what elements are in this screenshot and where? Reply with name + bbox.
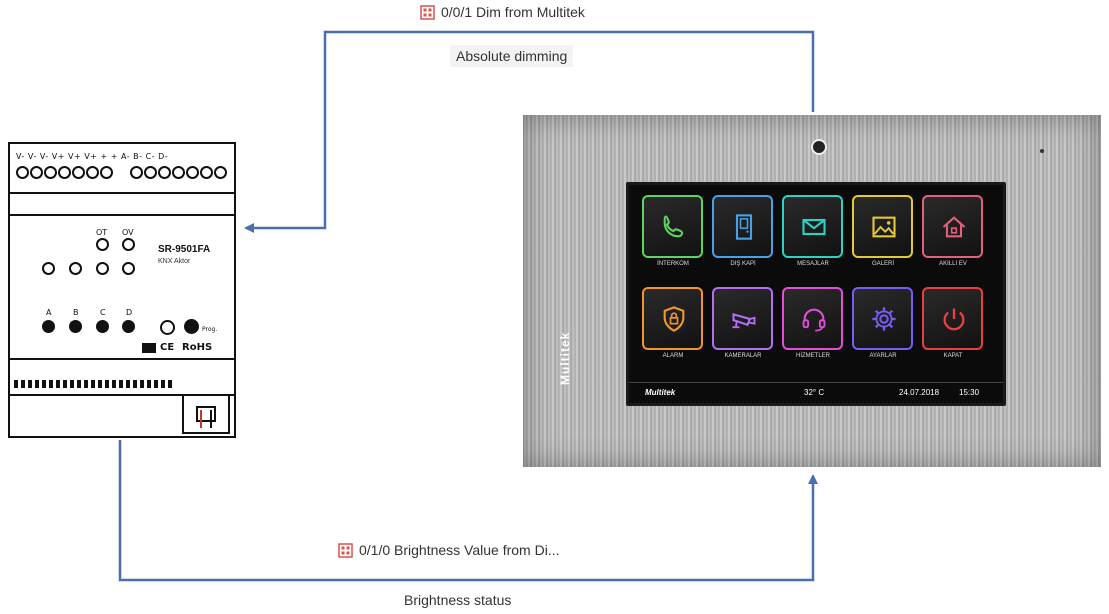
microphone-hole bbox=[1040, 149, 1044, 153]
brightness-status-arrow bbox=[118, 440, 818, 582]
app-label: KAPAT bbox=[943, 353, 963, 359]
status-brand: Multitek bbox=[645, 388, 676, 397]
divider bbox=[10, 358, 234, 360]
terminal bbox=[214, 166, 227, 179]
envelope-icon bbox=[802, 218, 826, 236]
terminal bbox=[58, 166, 71, 179]
led bbox=[69, 262, 82, 275]
terminal bbox=[30, 166, 43, 179]
app-label: HİZMETLER bbox=[795, 353, 830, 359]
image-icon bbox=[872, 216, 896, 238]
terminal bbox=[72, 166, 85, 179]
status-temperature: 32° C bbox=[804, 388, 825, 397]
rohs-mark: RoHS bbox=[182, 342, 213, 353]
terminal bbox=[144, 166, 157, 179]
terminal bbox=[100, 166, 113, 179]
terminal bbox=[158, 166, 171, 179]
app-label: DIŞ KAPI bbox=[730, 261, 756, 267]
channel-label-c: C bbox=[100, 308, 106, 317]
app-tile-mesajlar[interactable] bbox=[782, 195, 843, 258]
app-tile-dis-kapi[interactable] bbox=[712, 195, 773, 258]
top-group-address-text: 0/0/1 Dim from Multitek bbox=[441, 4, 585, 20]
terminal bbox=[16, 166, 29, 179]
app-tile-hizmetler[interactable] bbox=[782, 287, 843, 350]
app-tile-akilli-ev[interactable] bbox=[922, 195, 983, 258]
led bbox=[42, 262, 55, 275]
terminal bbox=[130, 166, 143, 179]
led-ot bbox=[96, 238, 109, 251]
status-time: 15:30 bbox=[959, 388, 980, 397]
bottom-terminal-strip bbox=[14, 380, 172, 388]
app-label: MESAJLAR bbox=[797, 261, 829, 267]
prog-led bbox=[160, 320, 175, 335]
app-tile-galeri[interactable] bbox=[852, 195, 913, 258]
camera-lens-icon bbox=[811, 139, 827, 155]
headset-icon bbox=[802, 308, 826, 332]
model-subtitle: KNX Aktor bbox=[158, 258, 191, 265]
dimming-arrow bbox=[244, 30, 815, 233]
group-address-icon bbox=[338, 543, 353, 558]
terminal bbox=[186, 166, 199, 179]
channel-button-c[interactable] bbox=[96, 320, 109, 333]
divider bbox=[10, 394, 234, 396]
channel-button-b[interactable] bbox=[69, 320, 82, 333]
led-label-ov: OV bbox=[122, 228, 134, 237]
led bbox=[96, 262, 109, 275]
ce-mark: CE bbox=[160, 342, 175, 353]
channel-label-a: A bbox=[46, 308, 52, 317]
top-group-address[interactable]: 0/0/1 Dim from Multitek bbox=[420, 4, 585, 20]
app-label: KAMERALAR bbox=[724, 353, 762, 359]
group-address-icon bbox=[420, 5, 435, 20]
phone-icon bbox=[663, 215, 684, 238]
led-label-ot: OT bbox=[96, 228, 108, 237]
knx-bus-connector bbox=[182, 394, 230, 434]
bottom-group-address-text: 0/1/0 Brightness Value from Di... bbox=[359, 542, 560, 558]
status-date: 24.07.2018 bbox=[899, 388, 940, 397]
terminal-labels: V- V- V- V+ V+ V+ + + A- B- C- D- bbox=[16, 152, 169, 161]
gear-icon bbox=[872, 307, 896, 331]
led-ov bbox=[122, 238, 135, 251]
led bbox=[122, 262, 135, 275]
shield-lock-icon bbox=[663, 306, 685, 332]
app-label: ALARM bbox=[662, 353, 684, 359]
divider bbox=[10, 214, 234, 216]
app-tile-kameralar[interactable] bbox=[712, 287, 773, 350]
bottom-group-address[interactable]: 0/1/0 Brightness Value from Di... bbox=[338, 542, 560, 558]
home-icon bbox=[942, 216, 966, 238]
app-label: İNTERKOM bbox=[657, 261, 689, 267]
eib-logo-icon bbox=[142, 343, 156, 353]
channel-label-b: B bbox=[73, 308, 79, 317]
app-tile-kapat[interactable] bbox=[922, 287, 983, 350]
terminal bbox=[200, 166, 213, 179]
panel-brand: Multitek bbox=[558, 331, 572, 385]
app-label: AYARLAR bbox=[869, 353, 897, 359]
multitek-touch-panel[interactable]: Multitek İNTERKOM DIŞ KAPI MESAJLAR GALE… bbox=[523, 115, 1101, 467]
power-icon bbox=[943, 308, 965, 331]
top-function-label: Absolute dimming bbox=[450, 45, 574, 67]
app-label: AKILLI EV bbox=[939, 261, 967, 267]
app-tile-interkom[interactable] bbox=[642, 195, 703, 258]
door-icon bbox=[735, 214, 753, 240]
channel-button-a[interactable] bbox=[42, 320, 55, 333]
screen-status-bar: Multitek 32° C 24.07.2018 15:30 bbox=[629, 382, 1003, 403]
camera-icon bbox=[732, 312, 756, 329]
terminal bbox=[172, 166, 185, 179]
channel-button-d[interactable] bbox=[122, 320, 135, 333]
app-tile-alarm[interactable] bbox=[642, 287, 703, 350]
channel-label-d: D bbox=[126, 308, 133, 317]
divider bbox=[10, 192, 234, 194]
prog-button[interactable] bbox=[184, 319, 199, 334]
terminal bbox=[86, 166, 99, 179]
app-label: GALERİ bbox=[871, 261, 894, 267]
app-tile-ayarlar[interactable] bbox=[852, 287, 913, 350]
bottom-function-label: Brightness status bbox=[404, 592, 512, 608]
panel-screen[interactable]: İNTERKOM DIŞ KAPI MESAJLAR GALERİ AKILLI… bbox=[626, 182, 1006, 406]
terminal bbox=[44, 166, 57, 179]
model-label: SR-9501FA bbox=[158, 244, 211, 255]
knx-actuator-device[interactable]: V- V- V- V+ V+ V+ + + A- B- C- D- OT OV … bbox=[8, 142, 236, 438]
prog-label: Prog. bbox=[202, 326, 218, 333]
